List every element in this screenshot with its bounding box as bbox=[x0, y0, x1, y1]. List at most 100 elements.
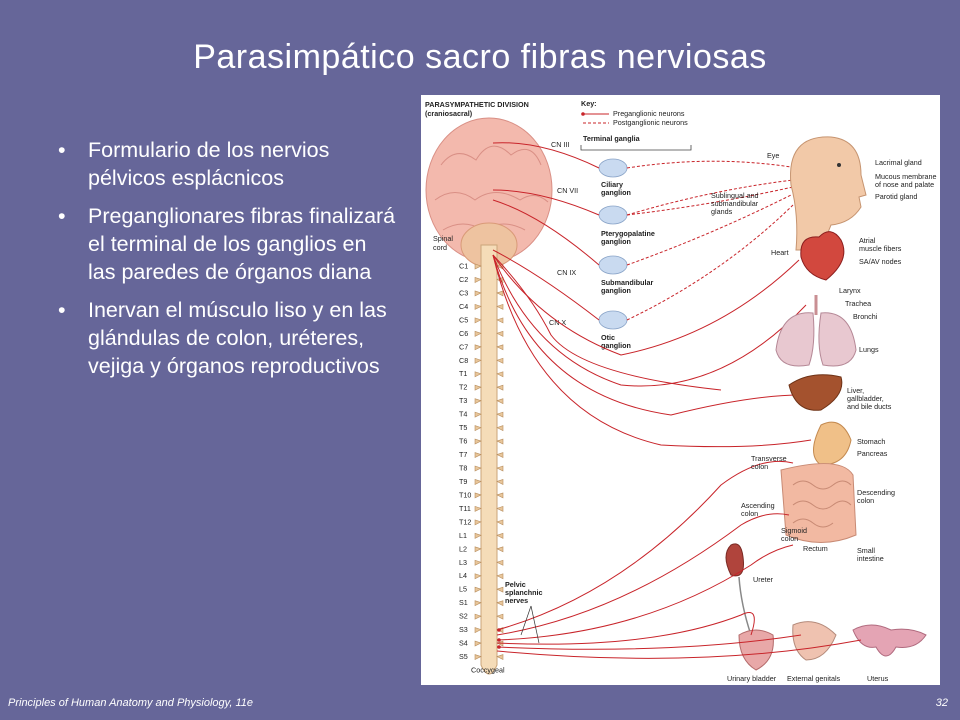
organ-label: Larynx bbox=[839, 286, 861, 295]
segment-labels: C1C2C3C4C5C6C7C8T1T2T3T4T5T6T7T8T9T10T11… bbox=[459, 262, 505, 675]
nerve-root bbox=[474, 627, 482, 634]
organ-label: Lungs bbox=[859, 345, 879, 354]
intestines-illustration bbox=[780, 463, 857, 543]
organ-label: Descending bbox=[857, 488, 895, 497]
figure-subheading: (craniosacral) bbox=[425, 109, 473, 118]
segment-label: T7 bbox=[459, 450, 467, 459]
cranial-postganglionic-fibers bbox=[626, 160, 794, 321]
segment-label: T5 bbox=[459, 423, 467, 432]
nerve-root bbox=[474, 600, 482, 607]
nerve-root bbox=[496, 600, 504, 607]
segment-label: S3 bbox=[459, 625, 468, 634]
organ-labels: Eye Lacrimal gland Mucous membrane of no… bbox=[711, 151, 937, 683]
eye-icon bbox=[837, 163, 841, 167]
segment-label: T10 bbox=[459, 490, 471, 499]
nerve-root bbox=[474, 384, 482, 391]
intestine-coils bbox=[792, 480, 852, 528]
terminal-ganglia-label: Terminal ganglia bbox=[583, 134, 641, 143]
stomach-illustration bbox=[813, 421, 852, 466]
cn-label: CN IX bbox=[557, 268, 576, 277]
organ-label: Ascending bbox=[741, 501, 775, 510]
organ-label: Rectum bbox=[803, 544, 828, 553]
bullet-list: Formulario de los nervios pélvicos esplá… bbox=[52, 136, 397, 390]
segment-label: T8 bbox=[459, 464, 467, 473]
organ-label: Eye bbox=[767, 151, 779, 160]
ganglion-label: ganglion bbox=[601, 286, 631, 295]
segment-label: T2 bbox=[459, 383, 467, 392]
organ-label: colon bbox=[857, 496, 874, 505]
nerve-root bbox=[474, 492, 482, 499]
otic-ganglion bbox=[598, 310, 628, 330]
label-leader bbox=[520, 605, 532, 636]
nerve-root bbox=[496, 411, 504, 418]
organ-label: submandibular bbox=[711, 199, 759, 208]
nerve-root bbox=[474, 465, 482, 472]
organ-label: Pancreas bbox=[857, 449, 888, 458]
nerve-root bbox=[496, 654, 504, 661]
nerve-root bbox=[474, 277, 482, 283]
submandibular-ganglion bbox=[598, 255, 628, 275]
nerve-root bbox=[496, 330, 504, 337]
slide-title: Parasimpático sacro fibras nerviosas bbox=[193, 38, 767, 76]
key-pre-label: Preganglionic neurons bbox=[613, 109, 685, 118]
nerve-root bbox=[474, 546, 482, 553]
nerve-root bbox=[474, 479, 482, 485]
nerve-root bbox=[474, 371, 482, 378]
organ-label: Sublingual and bbox=[711, 191, 759, 200]
nerve-root bbox=[474, 303, 482, 310]
nerve-root bbox=[496, 344, 504, 351]
segment-label: L3 bbox=[459, 558, 467, 567]
segment-label: T9 bbox=[459, 477, 467, 486]
ganglion-label: ganglion bbox=[601, 341, 631, 350]
pelvic-nerves-label: nerves bbox=[505, 596, 528, 605]
organ-label: External genitals bbox=[787, 674, 841, 683]
segment-label: L2 bbox=[459, 544, 467, 553]
spinal-cord-illustration bbox=[480, 244, 498, 675]
bullet-item: Preganglionares fibras finalizará el ter… bbox=[52, 202, 397, 286]
segment-label: Coccygeal bbox=[471, 666, 505, 675]
segment-label: T6 bbox=[459, 437, 467, 446]
brain-fold bbox=[434, 192, 549, 203]
nerve-root bbox=[474, 640, 482, 647]
ciliary-ganglion bbox=[598, 158, 628, 178]
organ-label: Ureter bbox=[753, 575, 774, 584]
segment-label: T3 bbox=[459, 396, 467, 405]
liver-illustration bbox=[788, 374, 843, 411]
footer-source: Principles of Human Anatomy and Physiolo… bbox=[8, 697, 253, 709]
spinal-cord-label: cord bbox=[433, 243, 447, 252]
segment-label: S5 bbox=[459, 652, 468, 661]
ganglion-label: ganglion bbox=[601, 237, 631, 246]
bullet-item: Inervan el músculo liso y en las glándul… bbox=[52, 296, 397, 380]
right-lung-illustration bbox=[818, 312, 857, 367]
organ-label: glands bbox=[711, 207, 733, 216]
organ-label: Small bbox=[857, 546, 875, 555]
segment-label: T12 bbox=[459, 517, 471, 526]
ureter-illustration bbox=[738, 576, 752, 636]
nerve-root bbox=[474, 532, 482, 539]
cn-label: CN III bbox=[551, 140, 569, 149]
segment-label: C5 bbox=[459, 315, 468, 324]
nerve-root bbox=[496, 586, 504, 593]
left-lung-illustration bbox=[775, 312, 815, 367]
nerve-root bbox=[496, 398, 504, 405]
organ-label: Stomach bbox=[857, 437, 885, 446]
organ-label: Heart bbox=[771, 248, 789, 257]
organ-label: Sigmoid bbox=[781, 526, 807, 535]
segment-label: T4 bbox=[459, 410, 467, 419]
nerve-root bbox=[496, 303, 504, 310]
organ-label: Mucous membrane bbox=[875, 172, 937, 181]
nerve-root bbox=[496, 546, 504, 553]
page-number: 32 bbox=[935, 697, 948, 709]
key-title: Key: bbox=[581, 99, 597, 108]
organ-label: and bile ducts bbox=[847, 402, 892, 411]
ganglion-label: ganglion bbox=[601, 188, 631, 197]
pelvic-splanchnic-fibers bbox=[496, 460, 862, 659]
segment-label: C4 bbox=[459, 302, 468, 311]
nerve-root bbox=[496, 613, 504, 620]
organ-label: SA/AV nodes bbox=[859, 257, 902, 266]
organ-label: gallbladder, bbox=[847, 394, 884, 403]
nerve-root bbox=[496, 479, 504, 485]
nerve-root bbox=[496, 519, 504, 526]
segment-label: S1 bbox=[459, 598, 468, 607]
organ-label: muscle fibers bbox=[859, 244, 902, 253]
